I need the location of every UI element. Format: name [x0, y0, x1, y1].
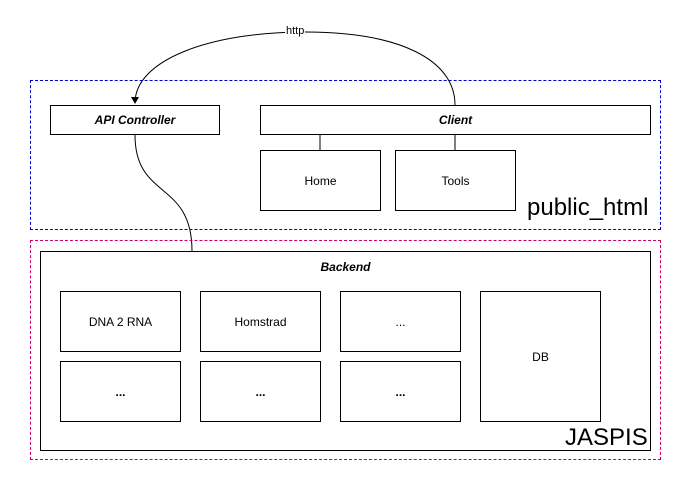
- placeholder-label-bottom-2: ...: [255, 384, 266, 399]
- tools-label: Tools: [441, 173, 470, 188]
- placeholder-label-bottom-3: ...: [395, 384, 406, 399]
- placeholder-label-top: ...: [395, 314, 406, 329]
- placeholder-node-bottom-1[interactable]: ...: [60, 361, 181, 422]
- db-node[interactable]: DB: [480, 291, 601, 422]
- api-backend-edge: [134, 134, 193, 252]
- dna2rna-node[interactable]: DNA 2 RNA: [60, 291, 181, 352]
- client-label: Client: [438, 113, 473, 127]
- public-html-zone: [30, 80, 661, 230]
- placeholder-label-bottom-1: ...: [115, 384, 126, 399]
- homstrad-node[interactable]: Homstrad: [200, 291, 321, 352]
- home-label: Home: [304, 173, 337, 188]
- jaspis-label: JASPIS: [565, 424, 648, 451]
- homstrad-label: Homstrad: [234, 314, 287, 329]
- jaspis-zone: [30, 240, 661, 460]
- placeholder-node-top[interactable]: ...: [340, 291, 461, 352]
- tools-node[interactable]: Tools: [395, 150, 516, 211]
- client-node[interactable]: Client: [260, 105, 651, 135]
- home-node[interactable]: Home: [260, 150, 381, 211]
- api-controller-label: API Controller: [94, 113, 176, 127]
- dna2rna-label: DNA 2 RNA: [88, 314, 153, 329]
- placeholder-node-bottom-2[interactable]: ...: [200, 361, 321, 422]
- api-controller-node[interactable]: API Controller: [50, 105, 220, 135]
- placeholder-node-bottom-3[interactable]: ...: [340, 361, 461, 422]
- db-label: DB: [532, 349, 549, 364]
- http-edge-label: http: [285, 25, 306, 37]
- public-html-label: public_html: [527, 194, 649, 221]
- backend-label: Backend: [320, 260, 371, 274]
